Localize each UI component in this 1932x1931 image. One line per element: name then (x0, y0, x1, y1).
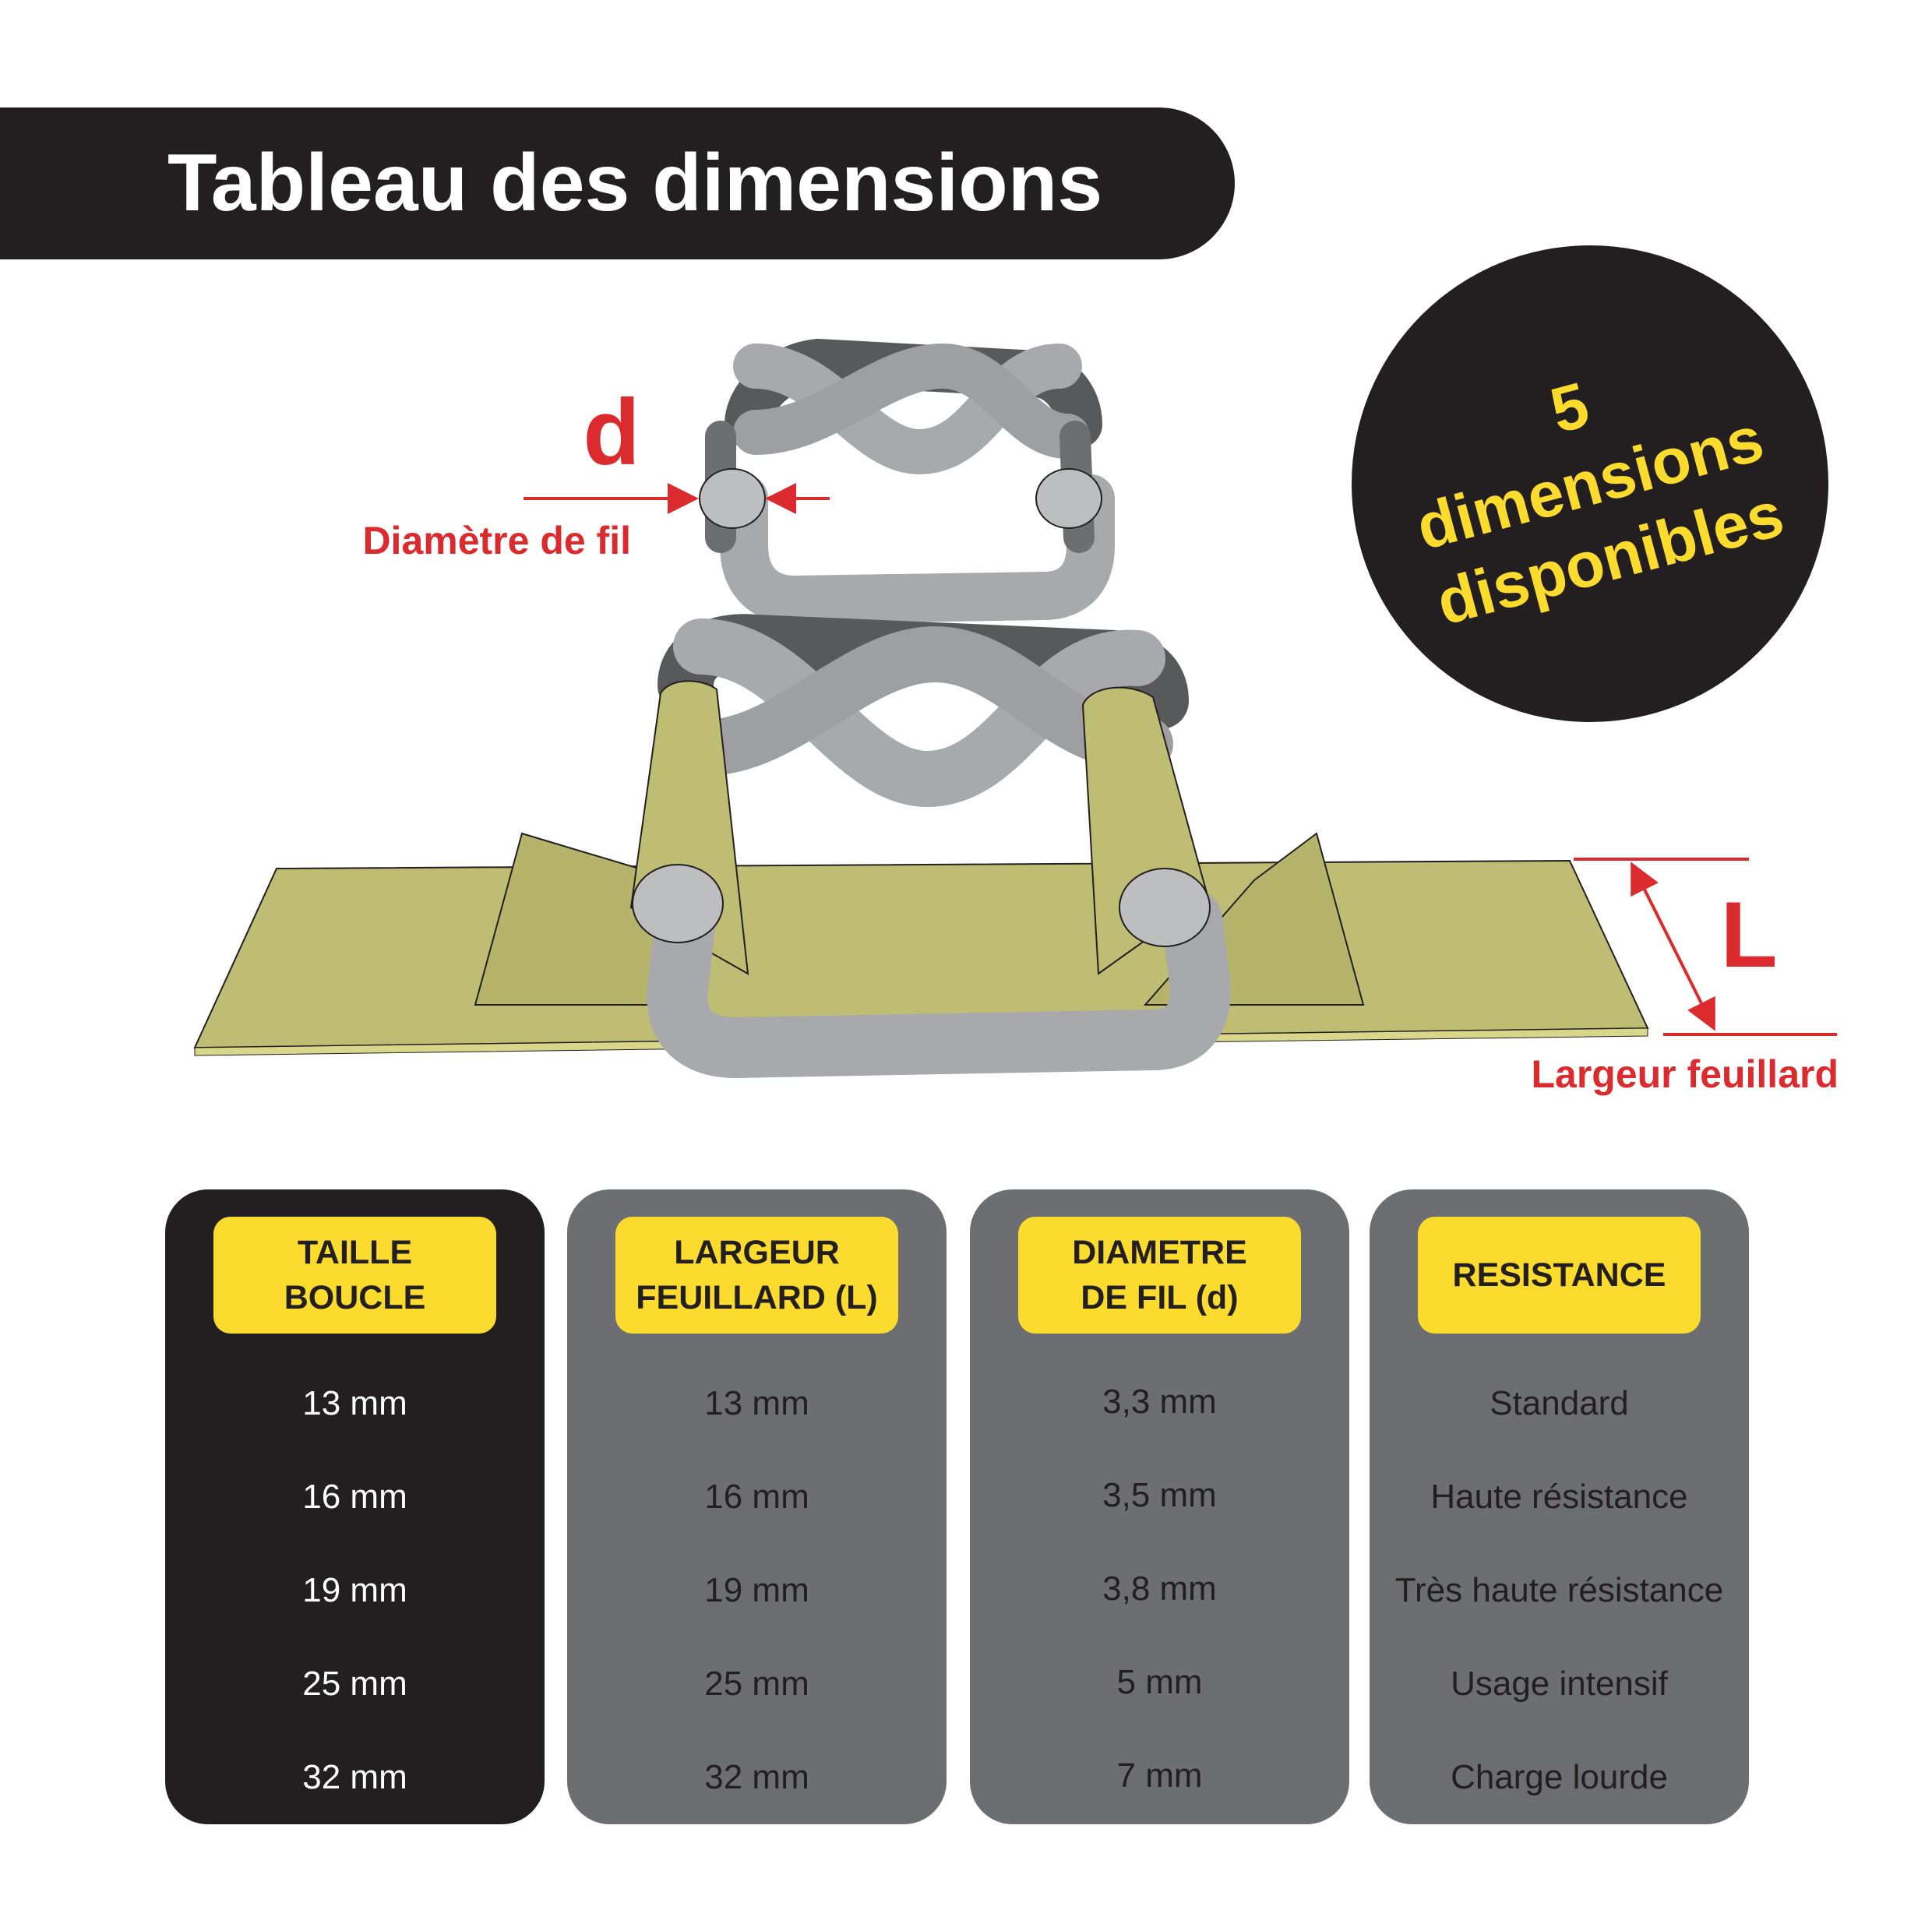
table-cell: Standard (1490, 1384, 1629, 1422)
column-resistance: RESISTANCE Standard Haute résistance Trè… (1370, 1189, 1749, 1824)
title-banner: Tableau des dimensions (0, 107, 1235, 259)
column-header: RESISTANCE (1418, 1217, 1701, 1334)
diameter-label: d (583, 380, 640, 485)
table-cell: Charge lourde (1451, 1758, 1668, 1796)
column-wire-diameter: DIAMETRE DE FIL (d) 3,3 mm 3,5 mm 3,8 mm… (970, 1189, 1349, 1824)
table-cell: 7 mm (1116, 1757, 1203, 1795)
table-cell: 25 mm (302, 1665, 407, 1703)
table-cell: Très haute résistance (1394, 1571, 1724, 1609)
table-cell: 19 mm (302, 1571, 407, 1609)
width-arrow (1631, 862, 1715, 1031)
table-cell: 5 mm (1116, 1663, 1203, 1701)
table-cell: 13 mm (302, 1384, 407, 1422)
table-cell: Haute résistance (1430, 1478, 1688, 1516)
strap-width-caption: Largeur feuillard (1531, 1052, 1839, 1096)
buckle-illustration (193, 338, 1837, 1079)
page-title: Tableau des dimensions (167, 138, 1103, 228)
column-buckle-size: TAILLE BOUCLE 13 mm 16 mm 19 mm 25 mm 32… (165, 1189, 545, 1824)
table-cell: 32 mm (302, 1758, 407, 1796)
column-header: TAILLE BOUCLE (213, 1217, 496, 1334)
strap (193, 832, 1649, 1056)
table-cell: Usage intensif (1451, 1665, 1668, 1703)
column-strap-width: LARGEUR FEUILLARD (L) 13 mm 16 mm 19 mm … (567, 1189, 947, 1824)
table-cell: 3,5 mm (1102, 1476, 1217, 1514)
table-cell: 19 mm (704, 1571, 809, 1609)
top-buckle (699, 338, 1115, 625)
column-header: LARGEUR FEUILLARD (L) (615, 1217, 898, 1334)
table-cell: 13 mm (704, 1384, 809, 1422)
table-cell: 16 mm (704, 1478, 809, 1516)
table-cell: 3,8 mm (1102, 1570, 1217, 1608)
bottom-buckle (629, 614, 1231, 1079)
wire-diameter-caption: Diamètre de fil (362, 519, 631, 562)
table-cell: 32 mm (704, 1758, 809, 1796)
dimensions-badge: 5 dimensions disponibles (1352, 245, 1828, 722)
table-cell: 25 mm (704, 1665, 809, 1703)
table-cell: 16 mm (302, 1478, 407, 1516)
column-header: DIAMETRE DE FIL (d) (1018, 1217, 1301, 1334)
table-cell: 3,3 mm (1102, 1383, 1217, 1421)
width-label: L (1720, 883, 1778, 987)
